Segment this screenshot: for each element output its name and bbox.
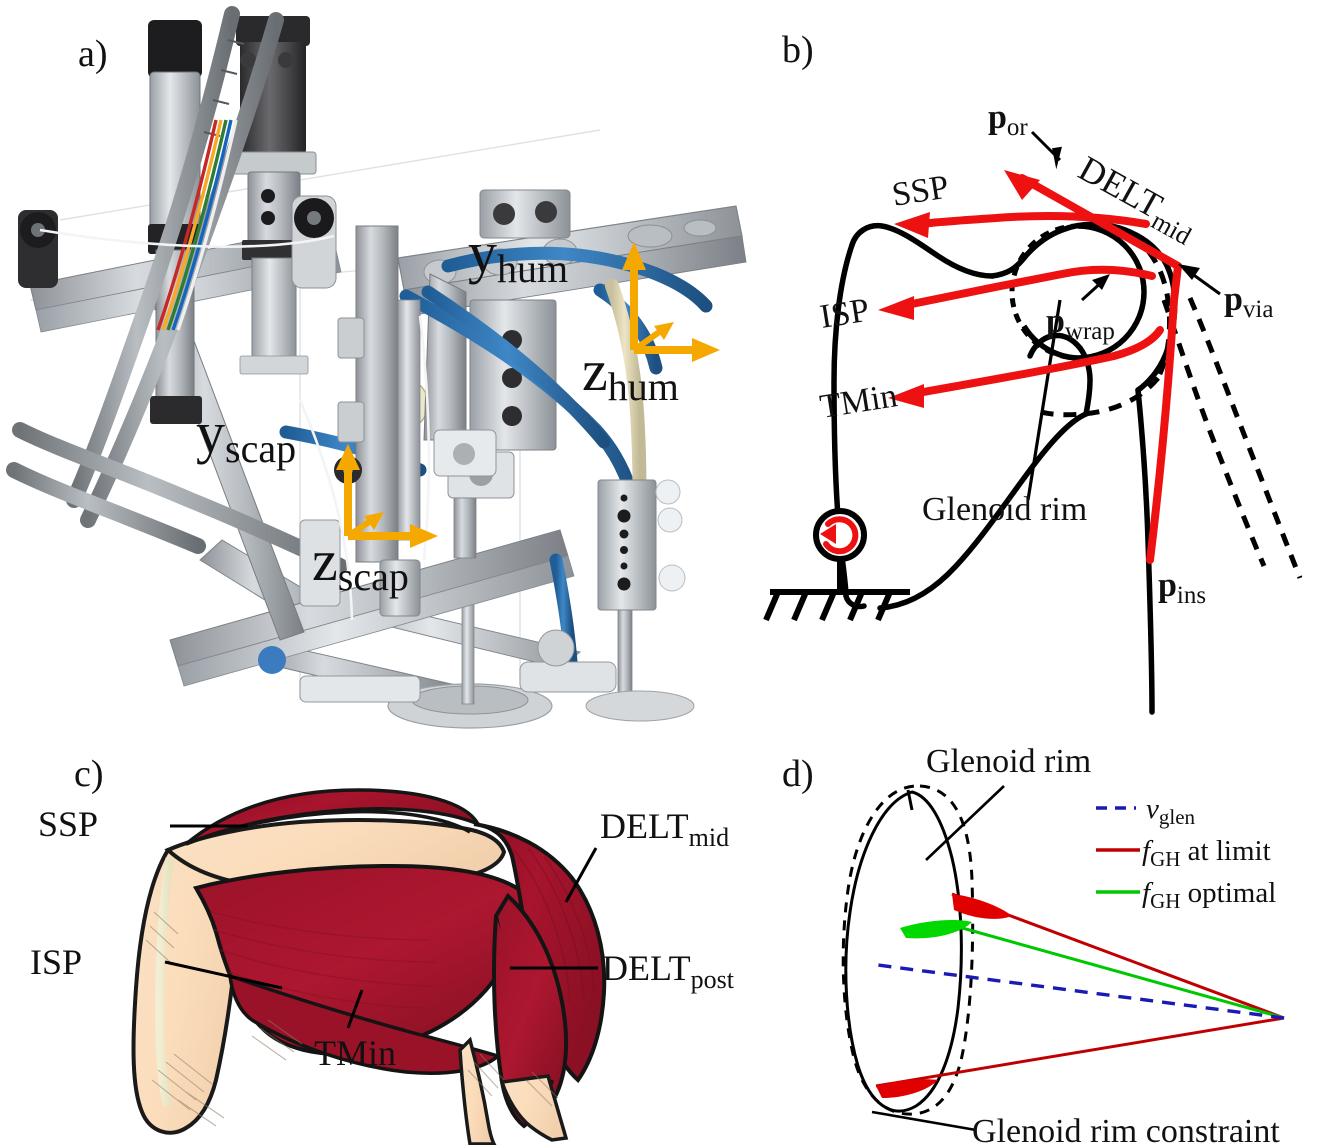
wire-bundle bbox=[156, 119, 238, 331]
p-wrap-label: pwrap bbox=[1046, 303, 1115, 345]
panel-b: b) bbox=[760, 0, 1328, 740]
delt-post-label-c: DELTpost bbox=[602, 948, 735, 994]
ssp-label-c: SSP bbox=[38, 804, 98, 844]
scapula-outline bbox=[831, 222, 1089, 611]
panel-a-photo: yhum zhum yscap zscap bbox=[0, 0, 760, 740]
guide-wires bbox=[39, 228, 431, 621]
isp-label: ISP bbox=[817, 292, 871, 336]
glenoid-surface-solid bbox=[844, 790, 963, 1113]
ssp-label: SSP bbox=[889, 168, 951, 213]
isp-label-c: ISP bbox=[30, 942, 82, 982]
label-leaders-c bbox=[164, 824, 598, 1029]
p-or-label: por bbox=[988, 99, 1028, 141]
glenoid-rim-constraint-label: Glenoid rim constraint bbox=[972, 1113, 1280, 1145]
humerus-rod bbox=[585, 479, 695, 722]
panel-d: d) Glenoid rim bbox=[760, 740, 1328, 1145]
panel-d-glenoid: Glenoid rim Glenoid rim constraint vglen… bbox=[841, 743, 1285, 1145]
p-or-arrowhead bbox=[1052, 146, 1062, 170]
delt-mid-label-c: DELTmid bbox=[600, 806, 729, 852]
hose-ribs bbox=[203, 39, 245, 137]
fgh-optimal-arrowhead bbox=[900, 920, 972, 939]
label-leaders-d bbox=[871, 785, 1005, 1132]
glenoid-rim-dashed bbox=[841, 784, 975, 1116]
tmin-label: TMin bbox=[817, 377, 899, 426]
panel-c-anatomy: SSP ISP TMin DELTmid DELTpost bbox=[30, 788, 735, 1145]
panel-b-label: b) bbox=[782, 29, 814, 71]
glenoid-rim-label-d: Glenoid rim bbox=[926, 743, 1091, 780]
tendon-highlight bbox=[155, 857, 175, 1108]
ssp-edge bbox=[185, 809, 471, 846]
p-wrap-arrowhead bbox=[1092, 274, 1110, 290]
base-misc bbox=[258, 629, 617, 703]
glenoid-rim-leader bbox=[1026, 299, 1062, 501]
panel-c-label: c) bbox=[74, 753, 104, 795]
panel-c: c) bbox=[0, 740, 760, 1145]
legend-label-limit: fGH at limit bbox=[1142, 835, 1271, 871]
revolute-joint bbox=[813, 508, 867, 590]
wrap-surface-solid bbox=[1021, 223, 1147, 361]
p-ins-label: pins bbox=[1158, 567, 1206, 609]
pneumatic-hoses bbox=[6, 6, 348, 574]
muscle-lines bbox=[898, 174, 1182, 564]
tmin-label-c: TMin bbox=[314, 1033, 396, 1073]
humerus-bone-c bbox=[499, 1074, 569, 1142]
fgh-optimal-vector bbox=[947, 922, 1285, 1020]
glenoid-notch bbox=[906, 789, 914, 811]
panel-a: a) bbox=[0, 0, 760, 740]
panel-b-schematic: SSP ISP TMin DELTmid por pvia pwrap pins bbox=[763, 99, 1303, 715]
fgh-limit-arrowheads bbox=[876, 894, 1012, 1098]
muscle-arrowheads bbox=[878, 170, 1040, 408]
legend-label-vglen: vglen bbox=[1146, 793, 1196, 829]
p-via-arrowhead bbox=[1178, 264, 1200, 280]
bone-hatching bbox=[145, 911, 559, 1127]
humerus-dashed-alt bbox=[1033, 233, 1303, 579]
scapula-carriage bbox=[299, 225, 497, 617]
panel-d-label: d) bbox=[782, 753, 814, 795]
delt-mid-fibers bbox=[513, 847, 595, 1003]
v-glen-axis bbox=[869, 962, 1285, 1020]
panel-a-label: a) bbox=[78, 33, 108, 75]
legend-label-optimal: fGH optimal bbox=[1142, 877, 1276, 913]
p-via-label: pvia bbox=[1224, 281, 1273, 323]
ground-symbol bbox=[763, 589, 910, 622]
legend-d: vglen fGH at limit fGH optimal bbox=[1096, 793, 1276, 913]
glenoid-rim-label-b: Glenoid rim bbox=[922, 491, 1087, 528]
